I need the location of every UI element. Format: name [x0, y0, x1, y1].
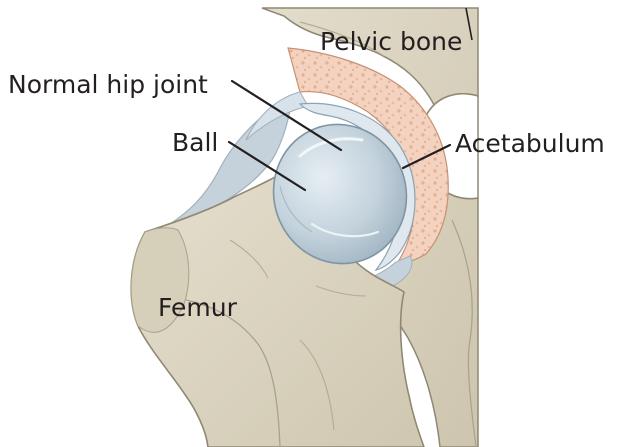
label-normal-hip-joint: Normal hip joint — [8, 70, 208, 99]
label-pelvic-bone: Pelvic bone — [320, 27, 462, 56]
label-acetabulum: Acetabulum — [455, 129, 605, 158]
label-ball: Ball — [172, 128, 218, 157]
label-femur: Femur — [158, 293, 238, 322]
